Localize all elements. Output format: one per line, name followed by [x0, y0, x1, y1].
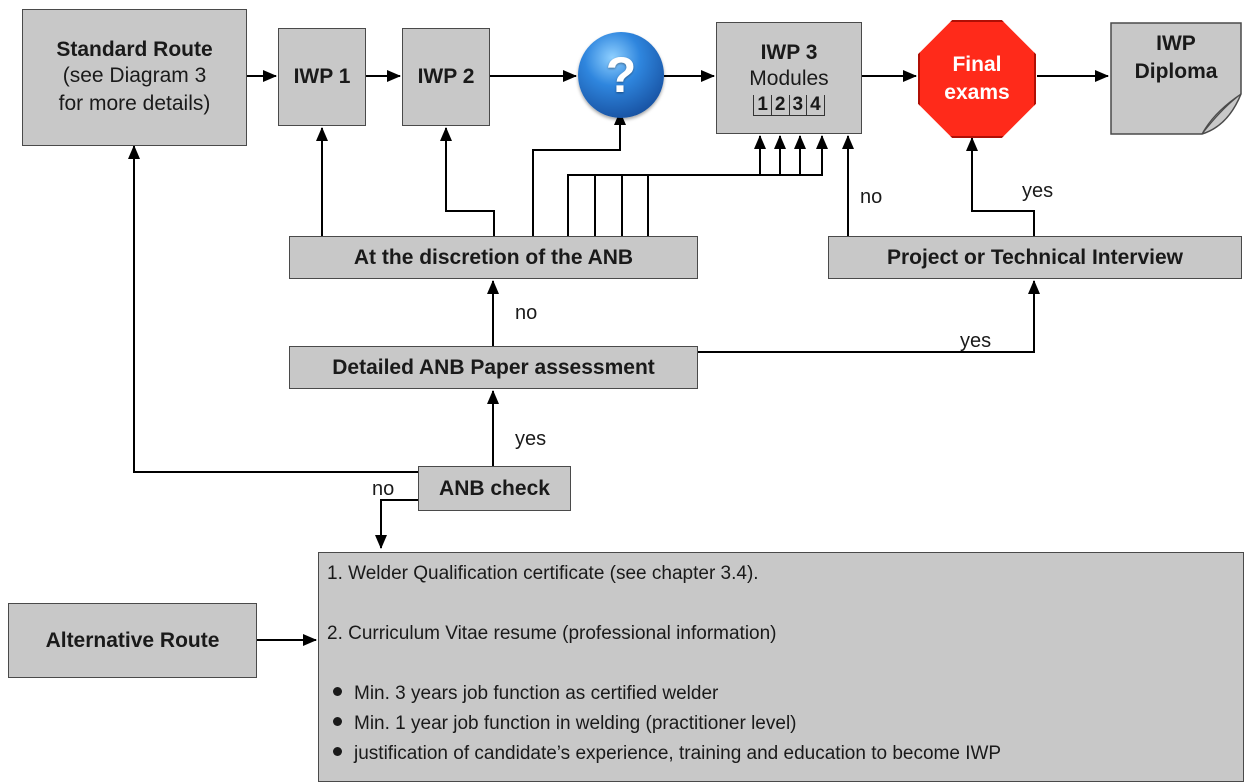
requirements-box: 1. Welder Qualification certificate (see… [318, 552, 1244, 782]
iwp1-label: IWP 1 [293, 65, 351, 88]
edge-label-no-iwp3: no [860, 186, 883, 208]
bullet-dot-icon [333, 717, 342, 727]
alternative-route-label: Alternative Route [45, 628, 220, 652]
paper-assessment-box: Detailed ANB Paper assessment [289, 346, 698, 389]
requirement-bullet-1-text: Min. 3 years job function as certified w… [354, 683, 719, 704]
diploma-label: IWP Diploma [1110, 30, 1242, 86]
final-exams-stop-sign: Final exams [918, 20, 1036, 138]
anb-check-box: ANB check [418, 466, 571, 511]
iwp3-box: IWP 3 Modules 1 2 3 4 [716, 22, 862, 134]
iwp2-label: IWP 2 [417, 65, 475, 88]
iwp1-box: IWP 1 [278, 28, 366, 126]
module-2: 2 [770, 94, 789, 116]
edge-label-yes-final: yes [1022, 180, 1054, 202]
requirement-bullet-3: justification of candidate’s experience,… [333, 743, 1001, 765]
final-exams-line1: Final [952, 53, 1002, 76]
edge-label-yes-paper: yes [515, 428, 547, 450]
paper-assessment-label: Detailed ANB Paper assessment [332, 355, 655, 379]
edge-label-yes-interview: yes [960, 330, 992, 352]
project-interview-label: Project or Technical Interview [886, 245, 1184, 269]
project-interview-box: Project or Technical Interview [828, 236, 1242, 279]
standard-route-note-2: for more details) [58, 91, 211, 115]
iwp3-module-list: 1 2 3 4 [753, 94, 825, 116]
standard-route-note-1: (see Diagram 3 [62, 63, 207, 87]
iwp3-modules-label: Modules [749, 66, 829, 90]
diploma-line2: Diploma [1134, 60, 1218, 83]
diploma-document-shape [1110, 22, 1242, 135]
bullet-dot-icon [333, 747, 342, 757]
module-3: 3 [788, 94, 807, 116]
alternative-route-box: Alternative Route [8, 603, 257, 678]
requirement-bullet-3-text: justification of candidate’s experience,… [354, 743, 1002, 764]
edge-label-no-requirements: no [372, 478, 395, 500]
question-mark: ? [605, 47, 637, 103]
bullet-dot-icon [333, 687, 342, 697]
iwp2-box: IWP 2 [402, 28, 490, 126]
standard-route-box: Standard Route (see Diagram 3 for more d… [22, 9, 247, 146]
iwp3-title: IWP 3 [760, 40, 818, 64]
requirement-bullet-1: Min. 3 years job function as certified w… [333, 683, 718, 705]
module-4: 4 [806, 94, 825, 116]
question-icon: ? [578, 32, 664, 118]
final-exams-line2: exams [944, 81, 1010, 104]
standard-route-title: Standard Route [56, 37, 213, 61]
requirement-item-1: 1. Welder Qualification certificate (see… [327, 563, 759, 584]
requirement-item-2: 2. Curriculum Vitae resume (professional… [327, 623, 777, 644]
discretion-box: At the discretion of the ANB [289, 236, 698, 279]
edge-label-no-discretion: no [515, 302, 538, 324]
requirement-bullet-2-text: Min. 1 year job function in welding (pra… [354, 713, 797, 734]
discretion-label: At the discretion of the ANB [353, 245, 634, 269]
module-1: 1 [753, 94, 771, 116]
diploma-line1: IWP [1156, 32, 1196, 55]
requirement-bullet-2: Min. 1 year job function in welding (pra… [333, 713, 797, 735]
anb-check-label: ANB check [439, 476, 550, 500]
